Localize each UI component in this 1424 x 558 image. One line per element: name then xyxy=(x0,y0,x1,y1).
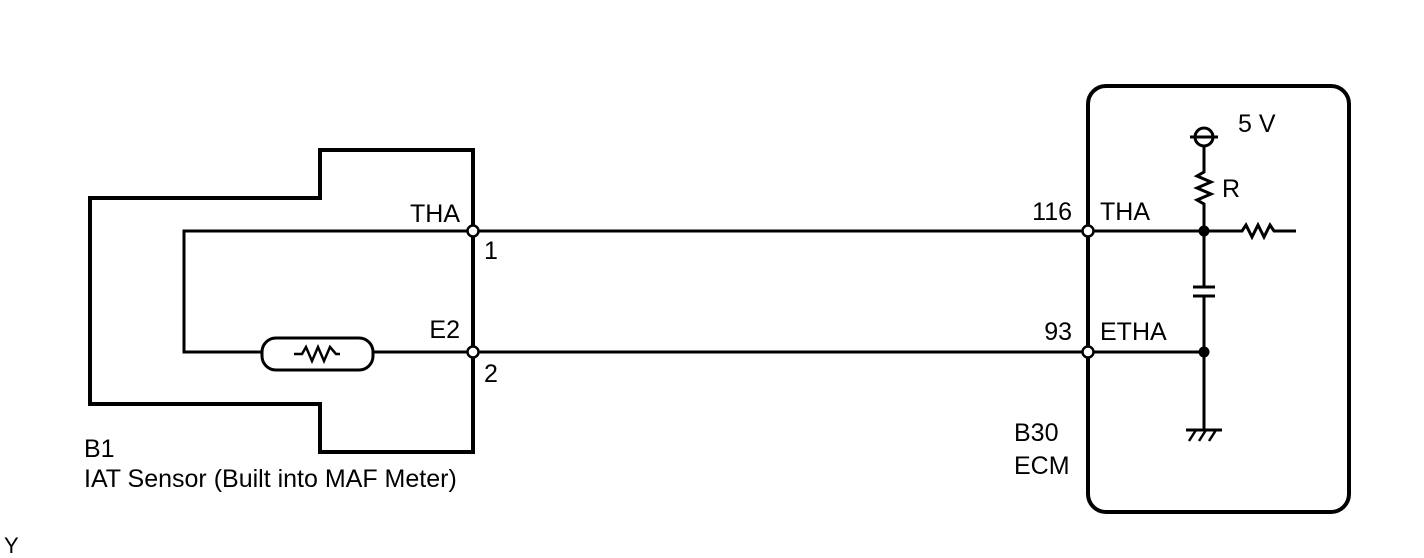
sensor-connector-id: B1 xyxy=(84,435,115,463)
ecm-name: ECM xyxy=(1014,452,1070,480)
ecm-pin-93-signal: ETHA xyxy=(1100,318,1167,346)
resistor-r-icon xyxy=(1193,168,1215,231)
ecm-terminal-116 xyxy=(1081,224,1095,238)
sensor-pin-2-signal: E2 xyxy=(429,316,460,344)
footer-mark: Y xyxy=(4,533,19,558)
sensor-pin-1-number: 1 xyxy=(484,237,498,265)
sensor-internal-loop xyxy=(182,229,473,354)
junction-dot-tha xyxy=(1198,225,1210,237)
sensor-connector-outline xyxy=(88,148,475,454)
sensor-pin-2-number: 2 xyxy=(484,360,498,388)
capacitor-icon xyxy=(1193,285,1215,298)
ecm-outline xyxy=(1086,84,1351,514)
ground-icon xyxy=(1186,428,1222,442)
supply-5v-icon xyxy=(1190,126,1218,148)
sensor-terminal-2 xyxy=(466,345,480,359)
sensor-pin-1-signal: THA xyxy=(410,200,460,228)
ecm-pin-116-signal: THA xyxy=(1100,198,1150,226)
branch-resistor-icon xyxy=(1238,221,1296,241)
junction-dot-etha xyxy=(1198,346,1210,358)
sensor-terminal-1 xyxy=(466,224,480,238)
thermistor-icon xyxy=(260,336,375,372)
ecm-terminal-93 xyxy=(1081,345,1095,359)
ecm-connector-id: B30 xyxy=(1014,419,1058,447)
supply-voltage-label: 5 V xyxy=(1238,110,1276,138)
resistor-label: R xyxy=(1222,175,1240,203)
sensor-name: IAT Sensor (Built into MAF Meter) xyxy=(84,465,457,493)
ecm-pin-93-number: 93 xyxy=(1044,318,1072,346)
ecm-pin-116-number: 116 xyxy=(1032,198,1072,226)
